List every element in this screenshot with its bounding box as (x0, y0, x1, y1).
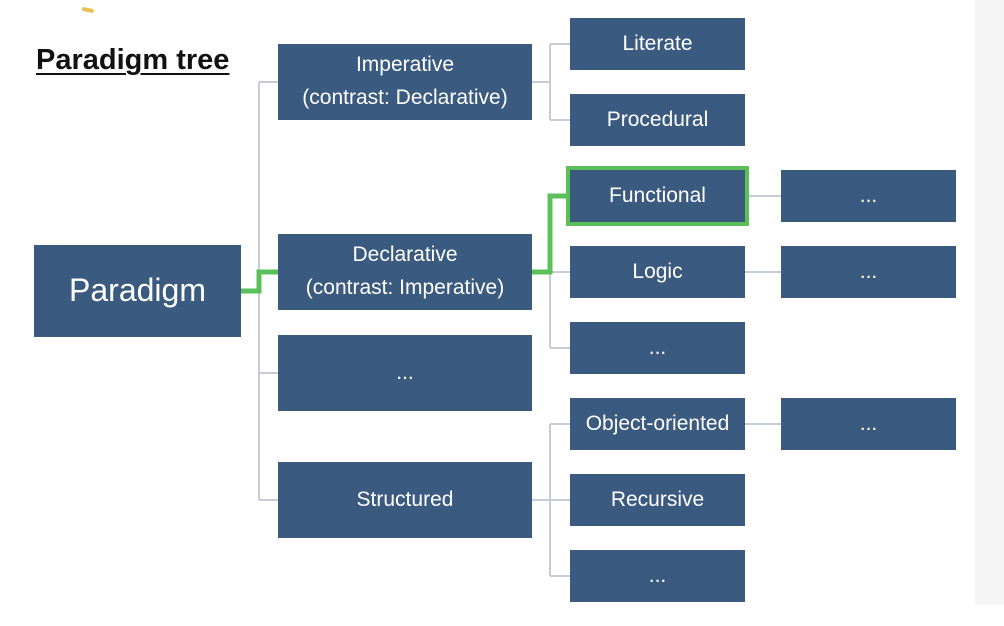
node-label: ... (396, 360, 414, 384)
node-more-functional: ... (781, 170, 956, 222)
window-edge (975, 0, 1004, 610)
slide-title: Paradigm tree (36, 44, 230, 76)
node-imperative: Imperative (contrast: Declarative) (278, 44, 532, 120)
node-label: ... (648, 563, 667, 587)
node-object-oriented: Object-oriented (570, 398, 745, 450)
node-label: ... (648, 335, 667, 359)
node-label: ... (859, 411, 878, 435)
highlight-path-root-declarative (241, 269, 278, 294)
node-more-structured: ... (570, 550, 745, 602)
node-label: Imperative (contrast: Declarative) (302, 53, 508, 109)
node-label: Recursive (610, 487, 705, 511)
node-literate: Literate (570, 18, 745, 70)
node-more-level1: ... (278, 335, 532, 411)
node-declarative: Declarative (contrast: Imperative) (278, 234, 532, 310)
node-label: Declarative (contrast: Imperative) (305, 243, 505, 299)
node-more-logic: ... (781, 246, 956, 298)
node-logic: Logic (570, 246, 745, 298)
node-more-object-oriented: ... (781, 398, 956, 450)
node-label: ... (859, 259, 878, 283)
highlight-path-declarative-functional (532, 193, 570, 275)
node-more-declarative: ... (570, 322, 745, 374)
node-label: Paradigm (69, 272, 206, 309)
node-label: Functional (609, 183, 706, 207)
node-label: Procedural (606, 107, 709, 131)
bottom-margin (0, 605, 1004, 626)
node-functional: Functional (566, 166, 749, 226)
node-label: Logic (632, 259, 683, 283)
node-paradigm: Paradigm (34, 245, 241, 337)
node-recursive: Recursive (570, 474, 745, 526)
node-structured: Structured (278, 462, 532, 538)
node-label: Structured (356, 487, 454, 511)
node-label: Object-oriented (585, 411, 730, 435)
node-label: ... (859, 183, 878, 207)
node-label: Literate (622, 31, 693, 55)
node-procedural: Procedural (570, 94, 745, 146)
